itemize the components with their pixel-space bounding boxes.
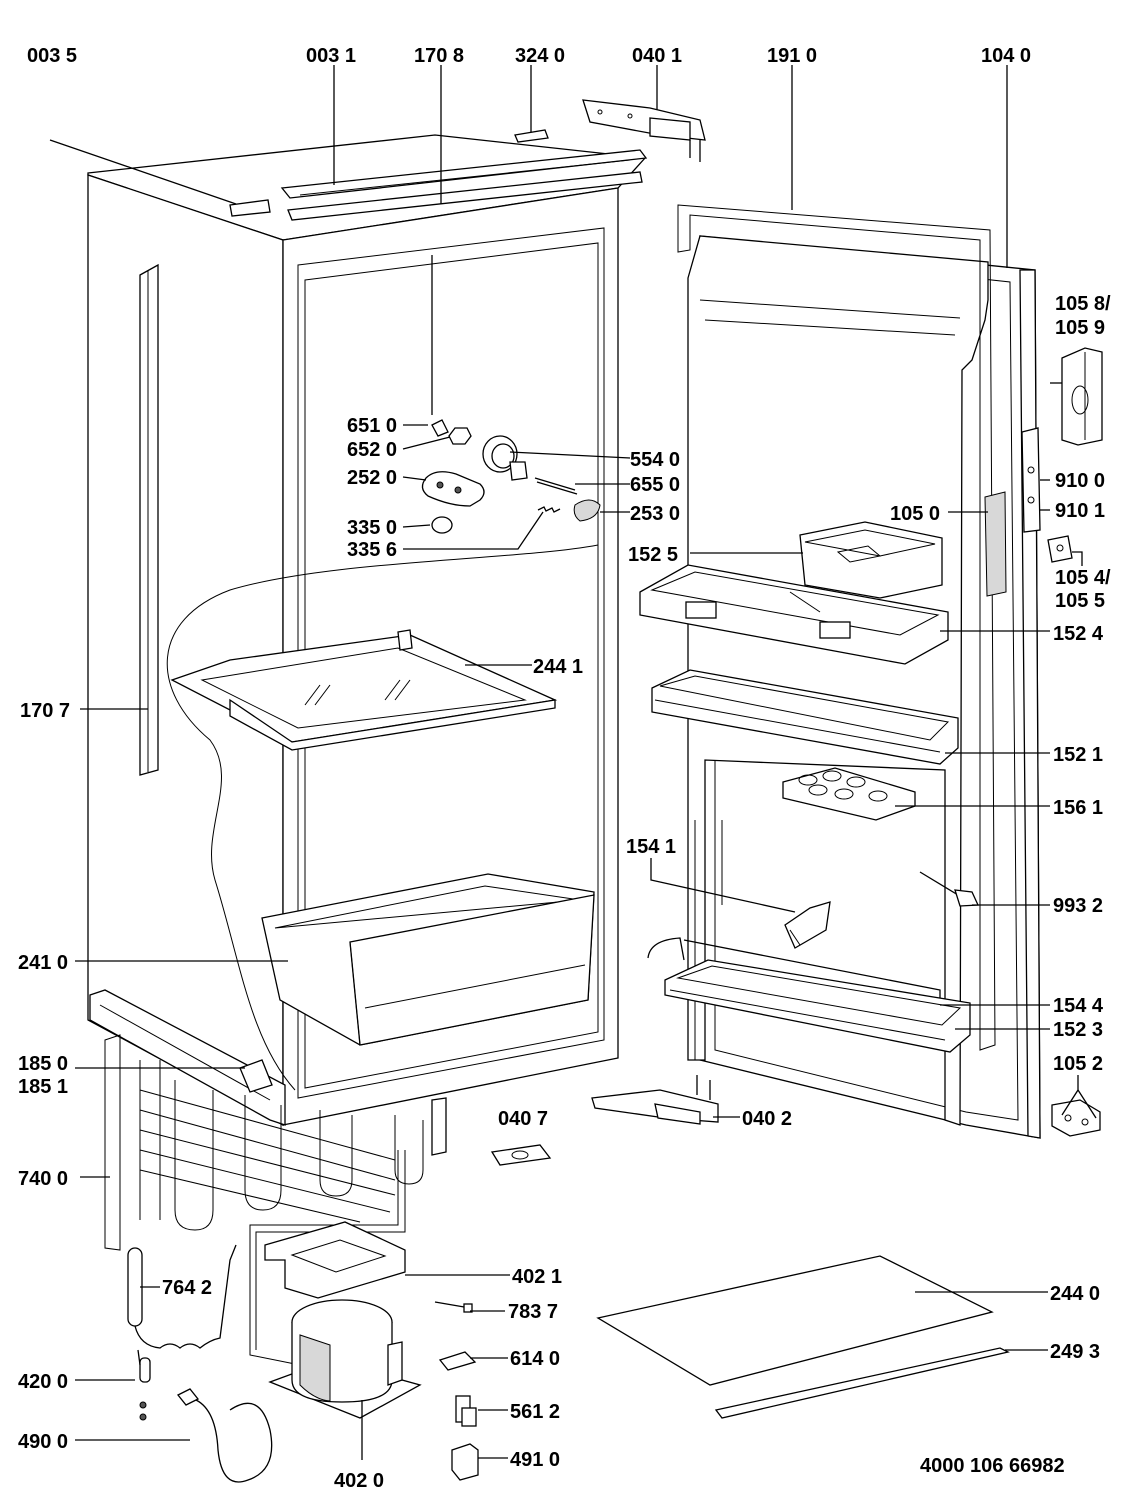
door-shelf-152-4 xyxy=(639,564,949,665)
part-614-0 xyxy=(438,1351,477,1371)
label-152-3: 152 3 xyxy=(1053,1019,1103,1041)
handle-105-0 xyxy=(984,491,1007,597)
label-652-0: 652 0 xyxy=(347,439,397,461)
label-154-1: 154 1 xyxy=(626,836,676,858)
drawing-number: 4000 106 66982 xyxy=(920,1455,1065,1477)
label-490-0: 490 0 xyxy=(18,1431,68,1453)
label-651-0: 651 0 xyxy=(347,415,397,437)
power-cable-490-0 xyxy=(176,1388,273,1483)
label-993-2: 993 2 xyxy=(1053,895,1103,917)
label-252-0: 252 0 xyxy=(347,467,397,489)
part-993-2 xyxy=(919,871,979,907)
lower-trim-185 xyxy=(89,989,286,1126)
part-910 xyxy=(1021,427,1041,533)
label-105-5: 105 5 xyxy=(1055,590,1105,612)
part-105-4 xyxy=(1047,535,1073,563)
label-783-7: 783 7 xyxy=(508,1301,558,1323)
label-040-7: 040 7 xyxy=(498,1108,548,1130)
compressor-402-0 xyxy=(268,1299,422,1419)
strip-249-3 xyxy=(714,1347,1010,1419)
label-402-0: 402 0 xyxy=(334,1470,384,1492)
label-655-0: 655 0 xyxy=(630,474,680,496)
label-402-1: 402 1 xyxy=(512,1266,562,1288)
label-241-0: 241 0 xyxy=(18,952,68,974)
label-910-1: 910 1 xyxy=(1055,500,1105,522)
door-shelf-152-1 xyxy=(651,669,959,765)
hinge-part-105-8 xyxy=(1061,347,1103,446)
leader-lines xyxy=(49,65,1097,1460)
condenser-740-0 xyxy=(104,1034,447,1366)
label-910-0: 910 0 xyxy=(1055,470,1105,492)
top-hinge-040-1 xyxy=(582,99,706,162)
part-040-7 xyxy=(490,1144,552,1166)
door-104-0 xyxy=(677,204,1041,1139)
part-491-0 xyxy=(451,1443,479,1481)
label-185-1: 185 1 xyxy=(18,1076,68,1098)
label-003-5: 003 5 xyxy=(27,45,77,67)
label-154-4: 154 4 xyxy=(1053,995,1104,1017)
butter-box-152-5 xyxy=(799,521,943,599)
bottom-hinge-040-2 xyxy=(591,1075,719,1125)
label-554-0: 554 0 xyxy=(630,449,680,471)
crisper-drawer-241-0 xyxy=(261,873,595,1046)
label-740-0: 740 0 xyxy=(18,1168,68,1190)
label-253-0: 253 0 xyxy=(630,503,680,525)
label-249-3: 249 3 xyxy=(1050,1341,1100,1363)
part-561-2 xyxy=(455,1395,477,1427)
part-105-2 xyxy=(1051,1099,1101,1137)
label-614-0: 614 0 xyxy=(510,1348,560,1370)
label-324-0: 324 0 xyxy=(515,45,565,67)
label-764-2: 764 2 xyxy=(162,1277,212,1299)
label-491-0: 491 0 xyxy=(510,1449,560,1471)
compressor-tray-402-1 xyxy=(264,1221,406,1299)
label-003-1: 003 1 xyxy=(306,45,356,67)
label-105-8: 105 8/ xyxy=(1055,293,1111,315)
control-cluster xyxy=(421,419,601,534)
label-244-0: 244 0 xyxy=(1050,1283,1100,1305)
label-335-6: 335 6 xyxy=(347,539,397,561)
part-420-0 xyxy=(137,1349,151,1421)
glass-shelf-244-1 xyxy=(170,629,558,751)
label-152-5: 152 5 xyxy=(628,544,678,566)
label-185-0: 185 0 xyxy=(18,1053,68,1075)
label-156-1: 156 1 xyxy=(1053,797,1103,819)
label-191-0: 191 0 xyxy=(767,45,817,67)
bottle-stop-154-1 xyxy=(784,901,831,949)
label-152-1: 152 1 xyxy=(1053,744,1103,766)
label-105-9: 105 9 xyxy=(1055,317,1105,339)
label-105-2: 105 2 xyxy=(1053,1053,1103,1075)
label-104-0: 104 0 xyxy=(981,45,1031,67)
label-040-1: 040 1 xyxy=(632,45,682,67)
glass-plate-244-0 xyxy=(596,1255,994,1386)
label-335-0: 335 0 xyxy=(347,517,397,539)
label-105-4: 105 4/ xyxy=(1055,567,1111,589)
label-105-0: 105 0 xyxy=(890,503,940,525)
label-420-0: 420 0 xyxy=(18,1371,68,1393)
label-561-2: 561 2 xyxy=(510,1401,560,1423)
label-244-1: 244 1 xyxy=(533,656,583,678)
top-trims xyxy=(280,149,648,221)
part-number-labels: 003 5 003 1 170 8 324 0 040 1 191 0 104 … xyxy=(18,45,1111,1492)
part-324-0 xyxy=(514,129,549,143)
rail-170-7 xyxy=(139,263,159,776)
drier-764-2 xyxy=(127,1244,237,1349)
bottle-shelf-152-3 xyxy=(647,937,971,1053)
part-783-7 xyxy=(434,1301,473,1313)
label-040-2: 040 2 xyxy=(742,1108,792,1130)
part-003-5 xyxy=(229,199,271,217)
label-170-8: 170 8 xyxy=(414,45,464,67)
label-170-7: 170 7 xyxy=(20,700,70,722)
label-152-4: 152 4 xyxy=(1053,623,1104,645)
